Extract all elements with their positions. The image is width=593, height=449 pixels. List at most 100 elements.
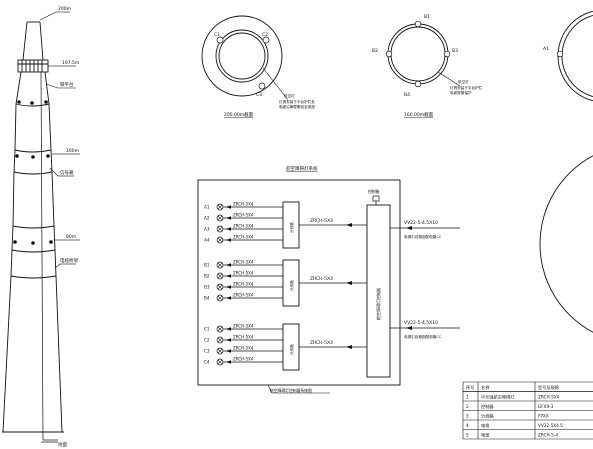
lamp-id: C3 [204, 349, 210, 354]
junction-box-label: 分线箱 [289, 344, 294, 355]
trunk-cable-label: ZRCH-5X4 [310, 218, 333, 224]
top-platform [17, 59, 49, 73]
lamp-cable-label: ZRCH-5X4 [233, 335, 254, 340]
lamp-cable-label: ZRCH-5X4 [233, 271, 254, 276]
system-bottom-note: 航空障碍灯控制器系统图 [270, 388, 312, 393]
table-cell: FPXX [538, 414, 549, 419]
section-b-mark-2: B2 [372, 48, 378, 54]
lamp-id: A2 [204, 216, 210, 221]
lamp-group: 分线箱ZRCH-5X4C1ZRCH-5X4C2ZRCH-5X4C3ZRCH-5X… [204, 324, 367, 371]
section-b-note-line-2: 电缆穿管保护 [450, 90, 472, 95]
lamp-group: 分线箱ZRCH-5X4B1ZRCH-5X4B2ZRCH-5X4B3ZRCH-5X… [204, 260, 367, 307]
section-b-mark-4: B4 [404, 92, 410, 98]
section-a-mark-3: C3 [256, 92, 262, 98]
lamp-cable-label: ZRCH-5X4 [233, 213, 254, 218]
label-platform: 铁平台 [60, 81, 74, 88]
feed-2-note: 电源引自烟囱配电箱CC [404, 334, 442, 339]
section-b-mark-1: B1 [424, 14, 430, 20]
section-d [539, 155, 593, 333]
section-a-note: 航空灯 灯具安装于平台护栏处 电缆沿筒壁敷设至底部 [279, 93, 315, 109]
table-cell: 电缆 [481, 432, 490, 439]
lamp-id: C1 [204, 327, 210, 332]
elevation-labels: 200m 197.5m 铁平台 160m 信号箱 80m 电缆桥架 地面 [58, 6, 79, 448]
section-b [387, 23, 449, 85]
table-header: 名称 [481, 384, 489, 391]
label-ground: 地面 [58, 441, 67, 448]
table-cell: VV22-5X4.5 [538, 423, 563, 428]
junction-box-label: 分线箱 [289, 222, 294, 233]
lamp-id: C4 [204, 360, 210, 365]
section-a-note-title: 航空灯 [284, 93, 295, 98]
table-cell: 1 [466, 395, 469, 400]
trunk-cable-label: ZRCH-5X4 [310, 340, 333, 346]
controller-box [366, 204, 391, 378]
section-c [557, 10, 593, 102]
table-cell: ZRCH-5X4 [538, 395, 560, 400]
lamp-row: A2 ZRCH-5X4 [204, 213, 283, 222]
table-cell: 分线箱 [481, 413, 494, 420]
table-cell: ZRCH-5-4 [538, 433, 558, 438]
table-cell: 控制器 [481, 403, 494, 410]
table-cell: GFXX-3 [538, 404, 554, 409]
elev-top: 200m [58, 6, 71, 12]
lamp-id: B3 [204, 285, 210, 290]
lamp-id: B4 [204, 296, 210, 301]
lamp-row: C3 ZRCH-5X4 [204, 346, 283, 355]
table-cell: 电缆 [481, 422, 490, 429]
label-signal: 信号箱 [60, 169, 74, 176]
elev-3: 160m [66, 148, 79, 154]
table-header: 序号 [466, 384, 474, 391]
lamp-cable-label: ZRCH-5X4 [233, 293, 254, 298]
system-diagram: 航空障碍灯系统 航空障碍灯控制器 控制箱 VV22-5-4.5X10 电源引自烟… [197, 165, 460, 394]
section-b-mark-3: B3 [452, 48, 458, 54]
lamp-cable-label: ZRCH-5X4 [233, 357, 254, 362]
section-b-note-line-1: 灯具安装于平台护栏 [450, 85, 483, 90]
section-a-mark-2: C2 [262, 32, 268, 38]
top-connector-label: 控制箱 [368, 189, 380, 194]
feed-2-cable: VV22-5-4.5X10 [404, 320, 438, 326]
system-frame [197, 179, 401, 386]
lamp-id: A4 [204, 238, 210, 243]
table-cell: 5 [466, 433, 469, 438]
section-b-note: 航空灯 灯具安装于平台护栏 电缆穿管保护 [450, 79, 483, 95]
table-row: 4 电缆 VV22-5X4.5 [466, 422, 563, 429]
lamp-id: A1 [204, 205, 210, 210]
section-a-mark-1: C1 [214, 32, 220, 38]
system-title: 航空障碍灯系统 [286, 165, 318, 172]
section-a-lamps [216, 36, 270, 90]
feed-1-note: 电源引自烟囱配电箱CC [404, 234, 442, 239]
label-cable: 电缆桥架 [60, 257, 78, 264]
section-a-title: 200.00m截面 [224, 111, 254, 118]
elev-2: 197.5m [62, 60, 79, 66]
lamp-cable-label: ZRCH-5X4 [233, 282, 254, 287]
table-cell: 4 [466, 423, 469, 428]
section-a-note-line-1: 灯具安装于平台护栏处 [279, 99, 315, 104]
chimney-elevation [2, 21, 64, 443]
table-cell: 3 [466, 414, 469, 419]
elevation-leaders [39, 11, 80, 269]
lamp-cable-label: ZRCH-5X4 [233, 346, 254, 351]
lamp-row: B3 ZRCH-5X4 [204, 282, 283, 291]
lamp-cable-label: ZRCH-5X4 [233, 324, 254, 329]
table-header: 型号及规格 [538, 384, 560, 391]
feed-1-cable: VV22-5-4.5X10 [404, 220, 438, 226]
elev-4: 80m [66, 234, 76, 240]
lamp-row: C1 ZRCH-5X4 [204, 324, 283, 333]
section-a-note-line-2: 电缆沿筒壁敷设至底部 [279, 104, 315, 109]
trunk-cable-label: ZRCH-5X4 [310, 276, 333, 282]
section-b-lamps [385, 20, 451, 88]
table-row: 3 分线箱 FPXX [466, 413, 549, 420]
section-b-title: 160.00m截面 [404, 111, 434, 118]
section-b-note-title: 航空灯 [458, 79, 469, 84]
controller-label: 航空障碍灯控制器 [375, 288, 381, 320]
lamp-groups: 分线箱ZRCH-5X4A1ZRCH-5X4A2ZRCH-5X4A3ZRCH-5X… [204, 202, 367, 371]
